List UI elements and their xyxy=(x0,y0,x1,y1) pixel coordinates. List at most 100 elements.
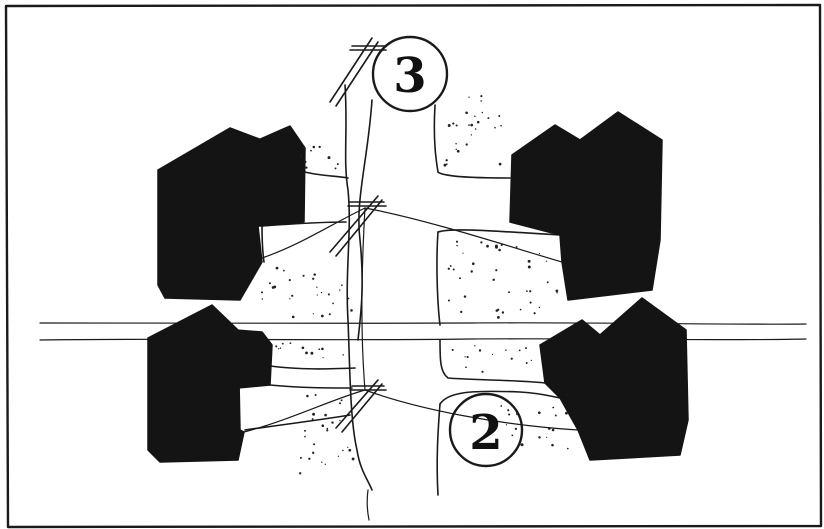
stipple-dot xyxy=(538,436,540,438)
stipple-dot xyxy=(528,266,531,269)
stipple-dot xyxy=(283,270,285,272)
stipple-dot xyxy=(315,394,317,396)
stipple-dot xyxy=(304,430,306,432)
stipple-dot xyxy=(460,311,462,313)
stipple-dot xyxy=(303,146,304,147)
stipple-dot xyxy=(507,409,509,411)
stipple-dot xyxy=(339,289,340,290)
utility-pole-middle xyxy=(330,196,386,256)
stipple-dot xyxy=(498,249,501,252)
stipple-dot xyxy=(526,362,528,364)
stipple-dot xyxy=(464,295,466,297)
stipple-dot xyxy=(467,356,469,358)
stipple-dot xyxy=(313,273,315,275)
stipple-dot xyxy=(556,289,559,292)
stipple-dot xyxy=(480,241,482,243)
stipple-dot xyxy=(452,122,454,124)
stipple-dot xyxy=(292,316,295,319)
stipple-dot xyxy=(446,163,448,165)
vertical-street-left-edge xyxy=(345,85,372,490)
stipple-dot xyxy=(305,166,307,168)
stipple-dot xyxy=(352,457,355,460)
stipple-dot xyxy=(487,117,489,119)
stipple-dot xyxy=(556,292,557,293)
stipple-dot xyxy=(312,452,314,454)
stipple-dot xyxy=(342,450,344,452)
stipple-dot xyxy=(552,429,555,432)
stipple-dot xyxy=(291,295,293,297)
stipple-dot xyxy=(531,360,532,361)
stipple-dot xyxy=(519,349,521,351)
stipple-dot xyxy=(498,115,500,117)
stipple-dot xyxy=(501,244,503,246)
street-label-3: 3 xyxy=(373,37,447,111)
stipple-dot xyxy=(459,277,461,279)
stipple-dot xyxy=(317,294,318,295)
stipple-dot xyxy=(551,444,554,447)
stipple-dot xyxy=(331,421,333,423)
stipple-dot xyxy=(526,290,528,292)
stipple-dot xyxy=(475,128,477,130)
stipple-dot xyxy=(495,269,497,271)
stipple-dot xyxy=(565,412,568,415)
stipple-dot xyxy=(304,161,307,164)
stipple-dot xyxy=(496,309,499,312)
stipple-dot xyxy=(539,253,540,254)
house-top-left xyxy=(158,126,305,300)
stipple-dot xyxy=(305,352,308,355)
stipple-dot xyxy=(471,134,472,135)
stipple-dot xyxy=(464,356,465,357)
stipple-dot xyxy=(306,395,309,398)
stipple-dot xyxy=(300,457,302,459)
stipple-dot xyxy=(328,293,330,295)
stipple-dot xyxy=(290,342,292,344)
stipple-dot xyxy=(269,282,271,284)
stipple-dot xyxy=(321,424,324,427)
stipple-dot xyxy=(289,298,290,299)
stipple-dot xyxy=(448,299,450,301)
stipple-dot xyxy=(480,100,482,102)
stipple-dot xyxy=(455,143,456,144)
stipple-dot xyxy=(486,245,489,248)
stipple-dot xyxy=(350,309,353,312)
stipple-dot xyxy=(495,245,498,248)
stipple-dot xyxy=(304,436,306,438)
stipple-dot xyxy=(492,279,494,281)
stipple-dot xyxy=(456,245,458,247)
stipple-dot xyxy=(273,285,276,288)
stipple-dot xyxy=(479,349,481,351)
stipple-dot xyxy=(508,413,510,415)
stipple-dot xyxy=(321,292,322,293)
stipple-dot xyxy=(448,124,451,127)
stipple-dot xyxy=(302,346,305,349)
stipple-dot xyxy=(520,309,522,311)
stipple-dot xyxy=(468,97,469,98)
stipple-dot xyxy=(289,279,291,281)
stipple-dot xyxy=(546,261,547,262)
stipple-dot xyxy=(312,413,315,416)
stipple-dot xyxy=(342,354,343,355)
stipple-dot xyxy=(319,146,321,148)
stipple-dot xyxy=(321,348,324,351)
stipple-dot xyxy=(569,395,570,396)
stipple-dot xyxy=(313,146,316,149)
stipple-dot xyxy=(278,348,279,349)
stipple-dot xyxy=(312,418,314,420)
stipple-dot xyxy=(516,246,518,248)
stipple-dot xyxy=(456,241,458,243)
stipple-dot xyxy=(456,124,458,126)
stipple-dot xyxy=(453,268,455,270)
stipple-dot xyxy=(450,265,452,267)
stipple-dot xyxy=(326,429,328,431)
stipple-dot xyxy=(521,443,524,446)
stipple-dot xyxy=(324,414,327,417)
stipple-dot xyxy=(261,291,263,293)
stipple-dot xyxy=(310,150,312,152)
stipple-dot xyxy=(328,156,331,159)
stipple-dot xyxy=(538,411,541,414)
stipple-dot xyxy=(506,424,507,425)
stipple-dot xyxy=(511,358,513,360)
stipple-dot xyxy=(465,366,467,368)
stipple-dot xyxy=(511,435,513,437)
